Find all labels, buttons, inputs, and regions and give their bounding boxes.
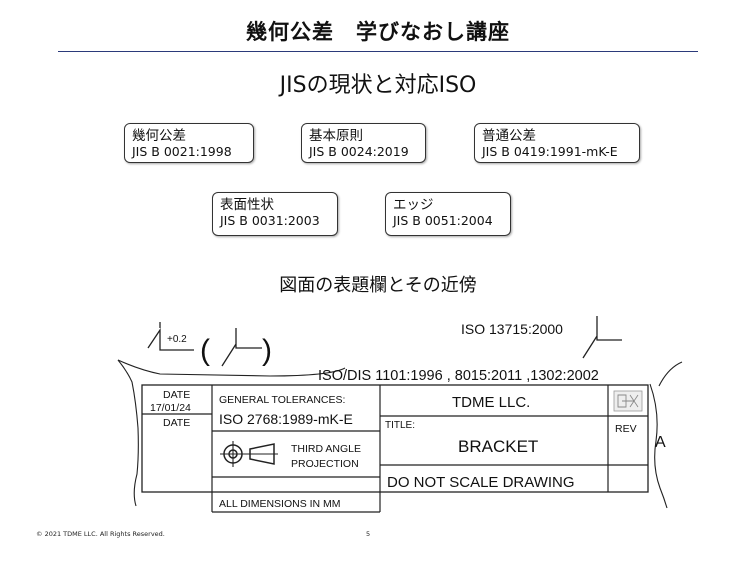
general-tolerances-label: GENERAL TOLERANCES:: [219, 394, 345, 406]
company-logo-icon: [613, 390, 643, 412]
standard-name: エッジ: [393, 197, 434, 213]
date-value: 17/01/24: [150, 402, 191, 414]
edge-symbol-parenthesized: ( ): [200, 328, 272, 367]
break-line-left: [117, 359, 139, 507]
general-tolerances-value: ISO 2768:1989-mK-E: [219, 411, 353, 427]
standard-code: JIS B 0051:2004: [393, 213, 493, 228]
standard-name: 基本原則: [309, 128, 363, 144]
units-note: ALL DIMENSIONS IN MM: [219, 498, 341, 510]
standard-name: 幾何公差: [132, 128, 186, 144]
svg-text:(: (: [200, 334, 210, 367]
footer-copyright: © 2021 TDME LLC. All Rights Reserved.: [36, 530, 165, 538]
slide-title: 幾何公差 学びなおし講座: [246, 20, 510, 44]
title-block-drawing: +0.2 ( ) ISO 13715:2000 ISO/DIS 1101:199…: [117, 316, 683, 513]
edge-symbol-tolerance: +0.2: [147, 322, 194, 351]
standard-code: JIS B 0021:1998: [132, 144, 232, 159]
title-label: TITLE:: [385, 420, 415, 431]
break-line-right: [649, 361, 683, 509]
third-angle-projection-icon: [220, 441, 278, 467]
standard-code: JIS B 0024:2019: [309, 144, 409, 159]
standard-box-fundamental-principles: 基本原則 JIS B 0024:2019: [301, 123, 426, 163]
edge-symbol-iso: [582, 316, 622, 359]
slide-subtitle: JISの現状と対応ISO: [279, 73, 477, 98]
projection-line-2: PROJECTION: [291, 458, 359, 470]
iso-dis-label: ISO/DIS 1101:1996 , 8015:2011 ,1302:2002: [318, 368, 599, 384]
standard-box-surface-texture: 表面性状 JIS B 0031:2003: [212, 192, 338, 236]
page-number: 5: [366, 530, 371, 538]
title-block: DATE 17/01/24 DATE GENERAL TOLERANCES: I…: [141, 384, 649, 513]
standard-code: JIS B 0031:2003: [220, 213, 320, 228]
edge-iso-label: ISO 13715:2000: [461, 321, 563, 337]
projection-line-1: THIRD ANGLE: [291, 443, 361, 455]
rev-label: REV: [615, 423, 637, 435]
standard-box-geometric-tolerance: 幾何公差 JIS B 0021:1998: [124, 123, 254, 163]
drawing-title: BRACKET: [458, 437, 538, 456]
scale-note: DO NOT SCALE DRAWING: [387, 474, 575, 491]
svg-text:): ): [262, 334, 272, 367]
date-label: DATE: [163, 389, 190, 401]
section-heading: 図面の表題欄とその近傍: [279, 275, 477, 296]
company-name: TDME LLC.: [452, 394, 530, 411]
date-label-second: DATE: [163, 417, 190, 429]
standard-box-general-tolerances: 普通公差 JIS B 0419:1991-mK-E: [474, 123, 640, 163]
standard-name: 普通公差: [482, 128, 536, 144]
standard-code: JIS B 0419:1991-mK-E: [482, 144, 618, 159]
title-divider: [58, 51, 698, 52]
standard-box-edges: エッジ JIS B 0051:2004: [385, 192, 511, 236]
break-line-top: [117, 359, 346, 377]
standard-name: 表面性状: [220, 197, 274, 213]
edge-tolerance-value: +0.2: [167, 334, 187, 345]
revision-letter: A: [655, 434, 666, 451]
